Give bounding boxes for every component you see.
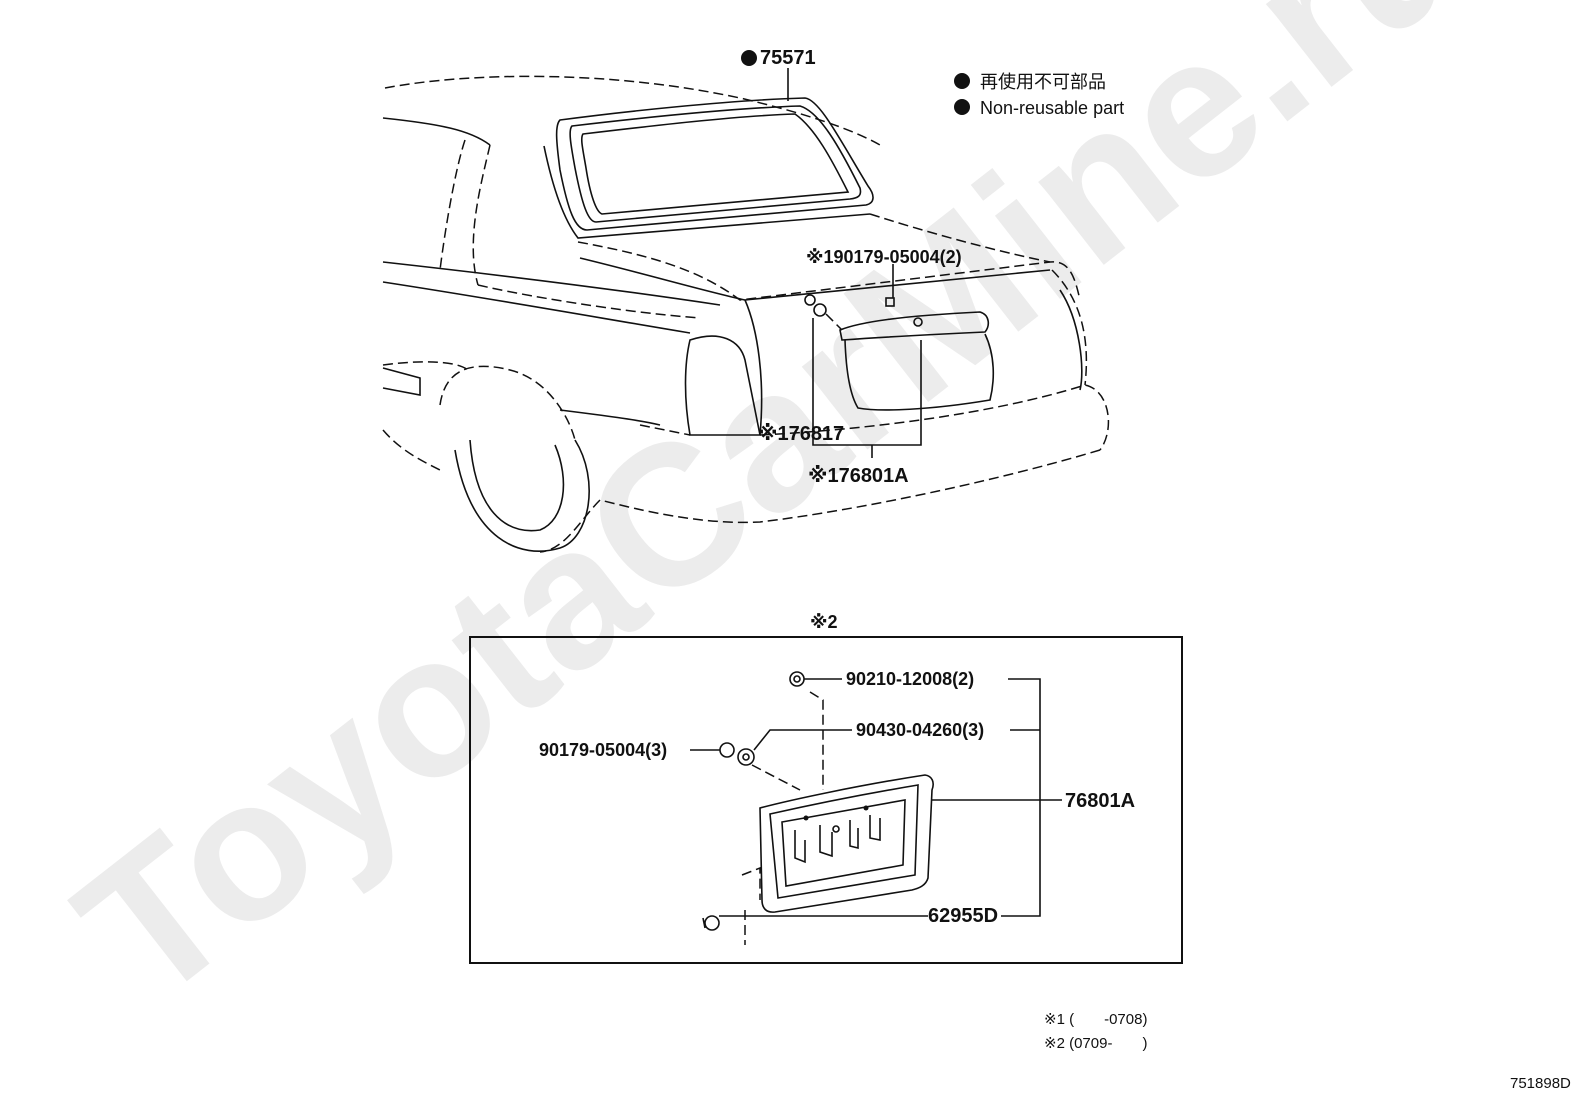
car-body-illustration xyxy=(382,75,1110,553)
footnote-1: ※1 ( -0708) xyxy=(1044,1011,1147,1028)
legend-jp: 再使用不可部品 xyxy=(980,72,1106,92)
nut-icon xyxy=(789,671,805,687)
garnish-plate xyxy=(759,774,934,913)
label-garnish-box: 76801A xyxy=(1065,790,1135,812)
detail-illustration xyxy=(702,671,934,945)
non-reusable-dot-icon xyxy=(741,50,757,66)
label-variant2: ※2 xyxy=(810,612,838,632)
label-clip: 90430-04260(3) xyxy=(856,720,984,740)
footnote-2: ※2 (0709- ) xyxy=(1044,1035,1147,1052)
label-garnish-top: ※176801A xyxy=(808,465,909,487)
weatherstrip-outer xyxy=(555,97,874,231)
label-nut: 90210-12008(2) xyxy=(846,669,974,689)
legend-en: Non-reusable part xyxy=(980,98,1124,118)
label-bracket: 62955D xyxy=(928,905,998,927)
clip-box-icon xyxy=(737,748,755,766)
screw-icon xyxy=(804,294,816,306)
garnish-top xyxy=(839,311,990,341)
legend-dot-icon xyxy=(954,73,970,89)
label-screw-box: 90179-05004(3) xyxy=(539,740,667,760)
label-screw-top: ※190179-05004(2) xyxy=(806,247,962,267)
diagram-id: 751898D xyxy=(1510,1075,1571,1092)
upper-leader-lines xyxy=(787,68,922,458)
bracket-screw-icon xyxy=(704,915,720,931)
legend-dot-icon xyxy=(954,99,970,115)
detail-box xyxy=(469,636,1183,964)
detail-leader-lines xyxy=(690,678,1062,917)
watermark: ToyotaCarMine.ru xyxy=(39,0,1504,1044)
label-weatherstrip: 75571 xyxy=(760,47,816,69)
clip-icon xyxy=(885,297,895,307)
screw-box-icon xyxy=(719,742,735,758)
label-cover-left: ※176817 xyxy=(758,423,844,445)
